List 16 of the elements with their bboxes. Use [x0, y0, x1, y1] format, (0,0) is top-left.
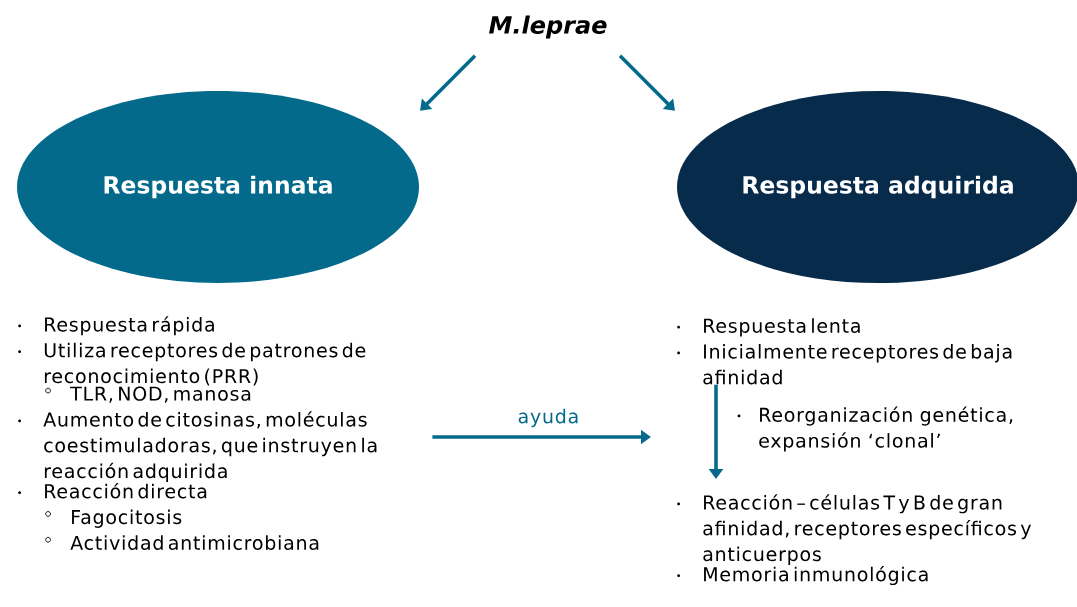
list-item: TLR, NOD, manosa — [70, 386, 251, 403]
list-item: Fagocitosis — [72, 509, 182, 528]
arrow — [618, 54, 675, 111]
edge-label: ayuda — [518, 408, 578, 428]
list-item: Reacción directa — [45, 482, 207, 499]
title-text: M.leprae — [489, 15, 607, 39]
list-item: Memoria inmunológica — [704, 565, 928, 586]
list-item: Actividad antimicrobiana — [70, 535, 319, 550]
list-item: Respuesta lenta — [704, 318, 860, 337]
list-item: Inicialmente receptores de baja afinidad — [703, 344, 1012, 385]
arrow — [420, 54, 477, 111]
list-item: Aumento de citosinas, moléculas coestimuladoras, que instruyen la reacción adquirida — [43, 411, 377, 482]
edge-label: Reorganización genética, expansión ‘clonal’ — [759, 406, 1013, 452]
list-item: Reacción – células T y B de gran afinidad, receptores específicos y anticuerpos — [703, 494, 1031, 565]
list-item: Utiliza receptores de patrones de reconocimiento (PRR) — [44, 342, 366, 386]
list-item: Respuesta rápida — [45, 316, 214, 336]
